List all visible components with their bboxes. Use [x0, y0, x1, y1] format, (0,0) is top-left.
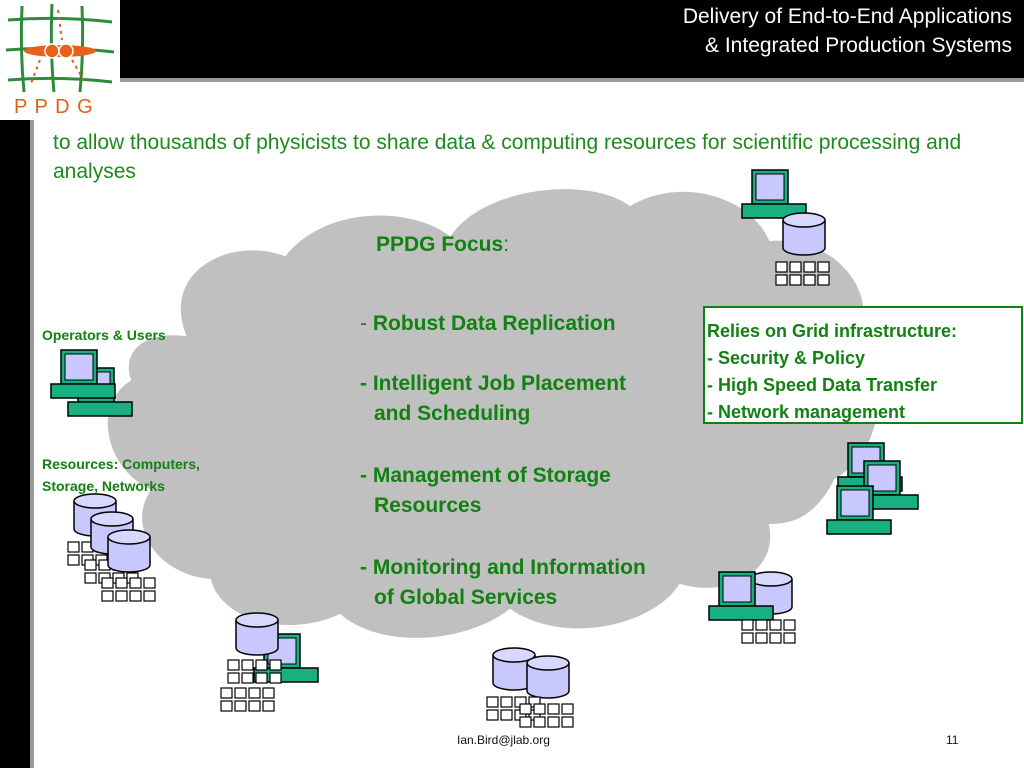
cloud-shape: [105, 187, 880, 640]
workstation-icon: [50, 349, 116, 399]
resources-label: Resources: Computers, Storage, Networks: [42, 453, 200, 497]
bullet-line-2: Resources: [374, 494, 482, 517]
workstation-icon: [826, 485, 892, 535]
bullet-item: - Monitoring and Information of Global S…: [360, 553, 646, 613]
title-line-2: & Integrated Production Systems: [705, 34, 1012, 57]
resources-label-line-2: Storage, Networks: [42, 478, 165, 494]
workstation-icon: [708, 571, 774, 621]
header-bar: [0, 0, 1024, 78]
disk-icon: [526, 655, 570, 699]
relies-item: - Security & Policy: [707, 348, 866, 368]
bullet-item: - Management of Storage Resources: [360, 461, 611, 521]
title-line-1: Delivery of End-to-End Applications: [682, 5, 1012, 28]
network-grid-icon: [775, 261, 830, 286]
operators-label: Operators & Users: [42, 327, 166, 343]
focus-heading: PPDG Focus:: [376, 233, 509, 257]
bullet-line-2: of Global Services: [374, 586, 558, 609]
bullet-item: - Robust Data Replication: [360, 309, 616, 339]
network-grid-icon: [519, 703, 574, 728]
logo-text: P P D G: [14, 96, 94, 118]
left-bar: [0, 120, 30, 768]
focus-colon: :: [503, 233, 510, 256]
footer-email: Ian.Bird@jlab.org: [457, 733, 550, 747]
page-title: Delivery of End-to-End Applications & In…: [512, 2, 1012, 60]
relies-item: - Network management: [707, 402, 906, 422]
bullet-item: - Intelligent Job Placement and Scheduli…: [360, 369, 626, 429]
bullet-line: Intelligent Job Placement: [372, 372, 627, 395]
disk-icon: [107, 529, 151, 573]
relies-title: Relies on Grid infrastructure:: [707, 321, 958, 341]
network-grid-icon: [227, 659, 282, 684]
bullet-line: Robust Data Replication: [372, 312, 616, 335]
intro-text: to allow thousands of physicists to shar…: [53, 131, 962, 183]
resources-label-line-1: Resources: Computers,: [42, 456, 200, 472]
bullet-dash: -: [360, 312, 373, 335]
bullet-line: Management of Storage: [372, 464, 611, 487]
disk-icon: [782, 212, 826, 256]
ppdg-logo-icon: [5, 3, 115, 93]
disk-icon: [235, 612, 279, 656]
network-grid-icon: [101, 577, 156, 602]
relies-item: - High Speed Data Transfer: [707, 375, 938, 395]
header-shadow: [120, 78, 1024, 82]
relies-box: Relies on Grid infrastructure: - Securit…: [703, 306, 1023, 424]
bullet-dash: -: [360, 464, 373, 487]
focus-title: PPDG Focus: [376, 233, 504, 256]
ppdg-logo: P P D G: [0, 0, 120, 120]
left-bar-shadow: [30, 120, 34, 768]
bullet-dash: -: [360, 556, 373, 579]
bullet-line-2: and Scheduling: [374, 402, 531, 425]
bullet-line: Monitoring and Information: [372, 556, 646, 579]
network-grid-icon: [741, 619, 796, 644]
network-grid-icon: [220, 687, 275, 712]
bullet-dash: -: [360, 372, 373, 395]
page-number: 11: [946, 733, 959, 747]
